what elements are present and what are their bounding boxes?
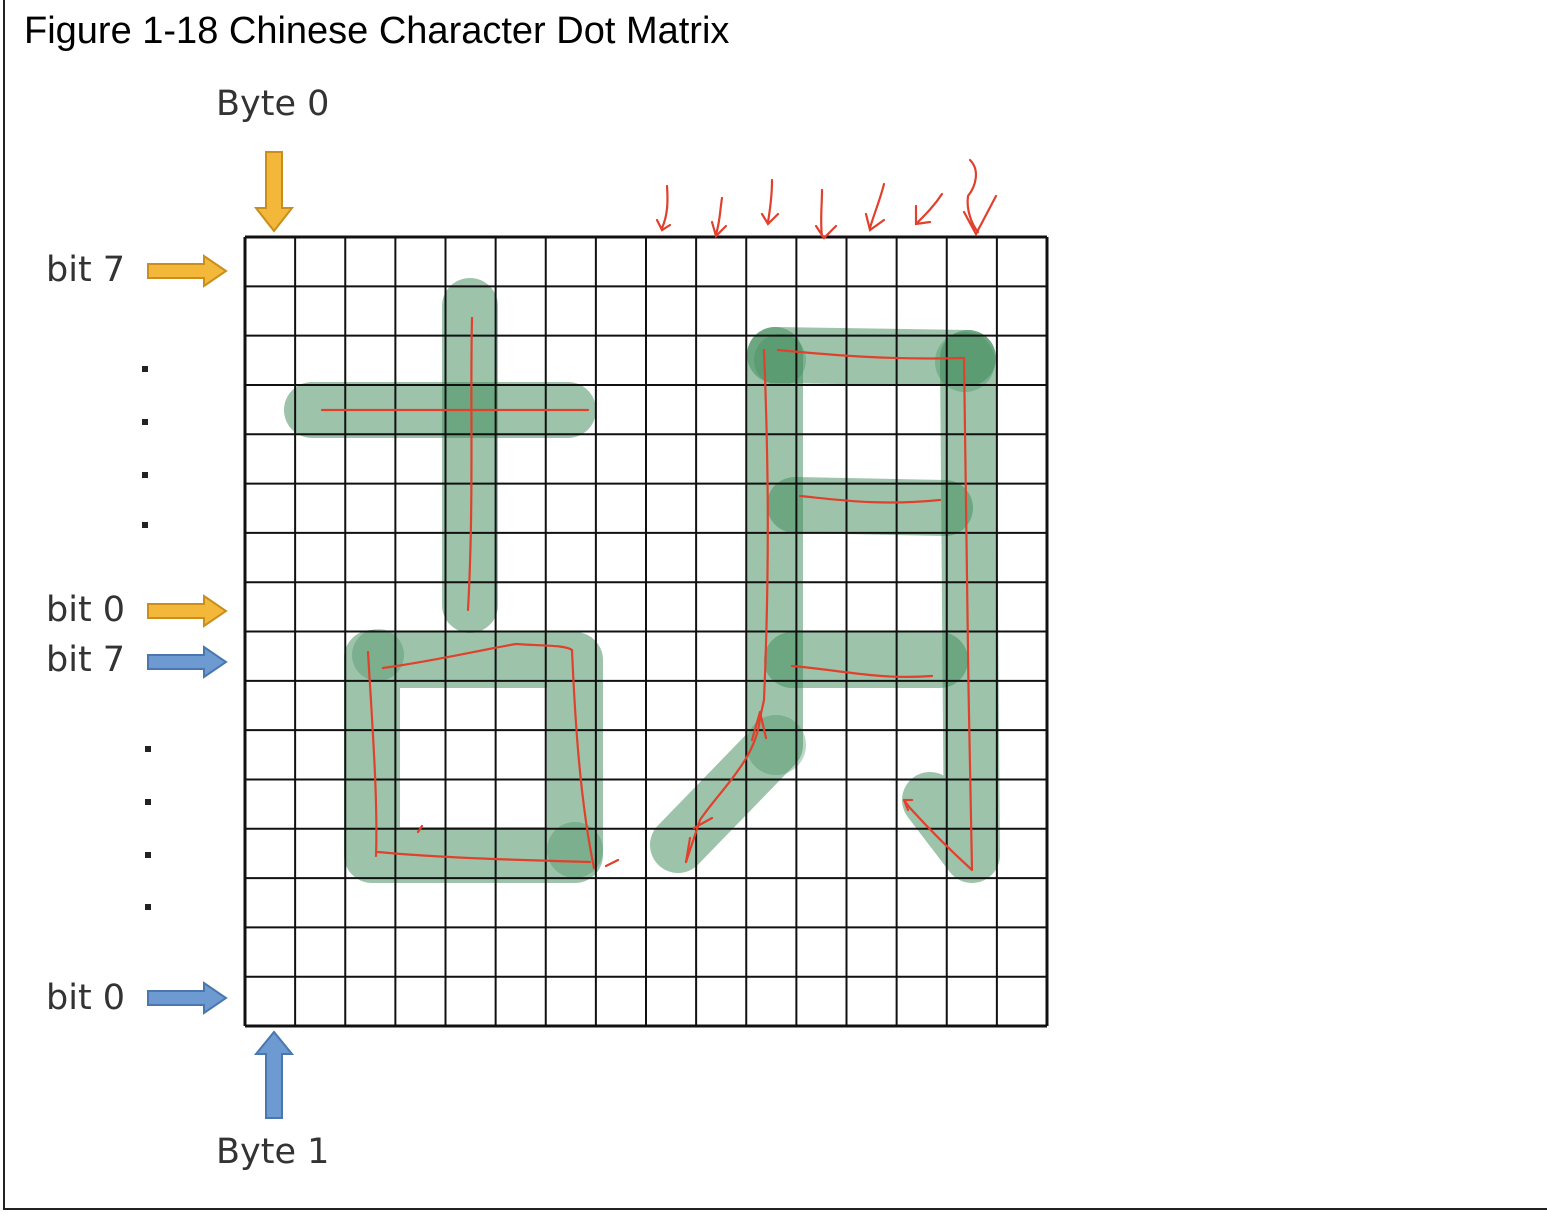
trace-moon-right	[902, 356, 974, 872]
trace-mouth-box	[366, 642, 596, 870]
byte1-label: Byte 1	[216, 1132, 330, 1172]
byte0-label: Byte 0	[216, 84, 330, 124]
upper-bit7-label: bit 7	[46, 250, 126, 290]
trace-tick-small	[416, 824, 620, 868]
byte0-arrow	[253, 151, 295, 233]
figure-title: Figure 1-18 Chinese Character Dot Matrix	[24, 10, 730, 52]
trace-moon-left	[684, 348, 769, 864]
trace-vertical-bar	[466, 316, 474, 612]
column-arrow-icon	[814, 188, 838, 240]
ellipsis-dot	[142, 522, 148, 528]
highlight-mouth-box	[344, 630, 603, 883]
ellipsis-dot	[142, 472, 148, 478]
trace-moon-top	[776, 348, 964, 360]
ellipsis-dot	[145, 799, 151, 805]
dot-matrix-grid	[243, 235, 1049, 1028]
column-arrow-icon	[760, 178, 780, 226]
lower-bit0-arrow	[147, 981, 228, 1015]
column-arrow-icon	[914, 192, 944, 226]
ellipsis-dot	[145, 746, 151, 752]
character-highlight-strokes	[284, 278, 1000, 883]
ellipsis-dot	[145, 852, 151, 858]
annotation-traces	[320, 316, 974, 872]
upper-bit0-arrow	[147, 594, 228, 628]
trace-moon-mid1	[798, 494, 942, 504]
highlight-moon-mid1	[767, 477, 973, 536]
upper-bit0-label: bit 0	[46, 590, 126, 630]
column-arrow-icon	[655, 184, 672, 232]
column-arrows	[655, 158, 998, 240]
lower-bit7-arrow	[147, 645, 228, 679]
lower-bit0-label: bit 0	[46, 978, 126, 1018]
byte1-arrow	[253, 1030, 295, 1119]
ellipsis-dot	[142, 419, 148, 425]
column-arrow-icon	[710, 196, 728, 239]
ellipsis-dot	[142, 366, 148, 372]
trace-moon-mid2	[790, 664, 934, 679]
ellipsis-dot	[145, 904, 151, 910]
lower-bit7-label: bit 7	[46, 640, 126, 680]
trace-moon-arrow	[684, 710, 768, 864]
column-arrow-icon	[962, 158, 998, 237]
highlight-moon-left	[650, 327, 803, 873]
figure-frame	[3, 0, 1547, 1210]
upper-bit7-arrow	[147, 254, 228, 288]
column-arrow-icon	[864, 182, 886, 232]
